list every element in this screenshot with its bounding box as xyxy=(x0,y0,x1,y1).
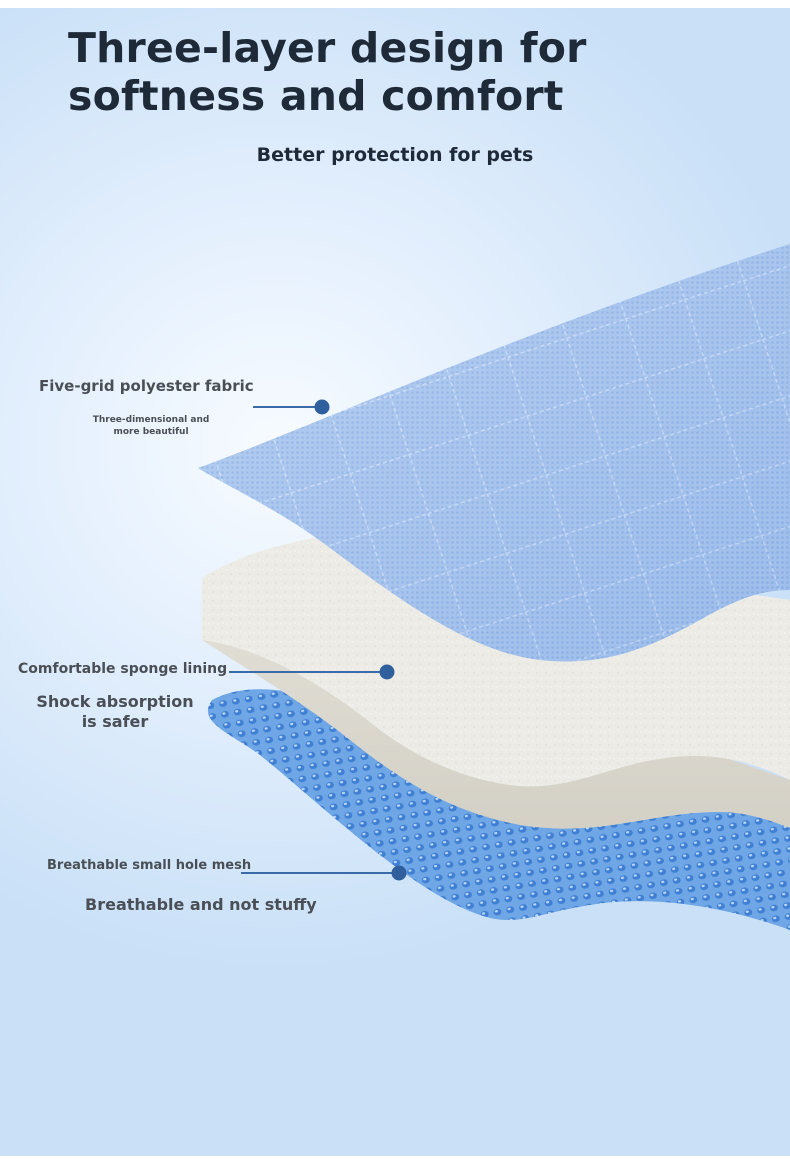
marker-dot-fabric xyxy=(314,399,330,415)
leader-lines xyxy=(229,399,407,881)
layer-1-description: Three-dimensional and more beautiful xyxy=(92,415,210,437)
marker-dot-sponge xyxy=(379,664,395,680)
fabric-layer xyxy=(198,244,790,662)
bottom-border xyxy=(0,1156,790,1176)
fabric-shading xyxy=(198,244,790,662)
page-subtitle: Better protection for pets xyxy=(256,144,534,166)
layer-3-name: Breathable small hole mesh xyxy=(47,858,252,873)
layer-3-description: Breathable and not stuffy xyxy=(85,895,317,914)
marker-dot-mesh xyxy=(391,865,407,881)
layer-1-name: Five-grid polyester fabric xyxy=(39,377,254,395)
layer-2-description: Shock absorption is safer xyxy=(36,692,194,731)
top-border xyxy=(0,0,790,8)
page-title: Three-layer design for softness and comf… xyxy=(68,24,587,120)
layer-2-name: Comfortable sponge lining xyxy=(18,661,228,677)
